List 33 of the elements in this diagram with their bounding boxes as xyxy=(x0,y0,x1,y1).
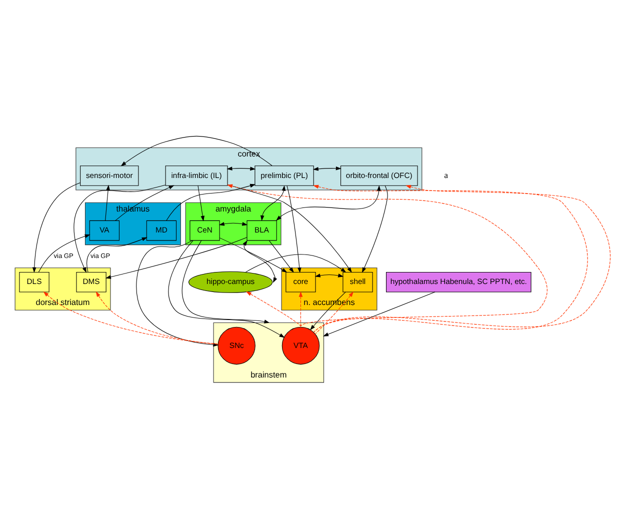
arrow xyxy=(226,166,256,171)
arrow xyxy=(226,184,548,327)
arrow xyxy=(314,274,344,278)
arrow xyxy=(276,185,381,221)
arrow xyxy=(362,185,388,273)
arrow xyxy=(96,291,218,344)
arrow xyxy=(227,184,352,273)
arrow xyxy=(38,234,90,272)
arrow xyxy=(43,292,218,344)
label: a xyxy=(444,170,448,180)
arrow xyxy=(246,291,301,327)
arrow xyxy=(219,238,288,273)
arrow xyxy=(166,184,256,221)
arrow xyxy=(298,291,303,328)
arrow xyxy=(242,240,278,283)
arrow xyxy=(268,240,294,273)
arrow xyxy=(286,186,302,274)
arrow xyxy=(74,184,166,273)
arrow xyxy=(105,237,248,279)
arrow xyxy=(136,240,219,347)
arrow xyxy=(115,185,174,221)
arrow xyxy=(322,292,436,336)
arrow xyxy=(105,184,110,221)
arrow xyxy=(260,185,286,221)
arrow xyxy=(86,237,148,272)
arrow xyxy=(168,240,285,338)
arrow xyxy=(312,166,342,171)
arrow xyxy=(182,240,270,324)
arrow xyxy=(218,222,248,226)
arrow xyxy=(198,185,205,222)
arrow xyxy=(120,136,272,166)
arrow xyxy=(32,182,80,273)
arrow xyxy=(245,254,346,273)
